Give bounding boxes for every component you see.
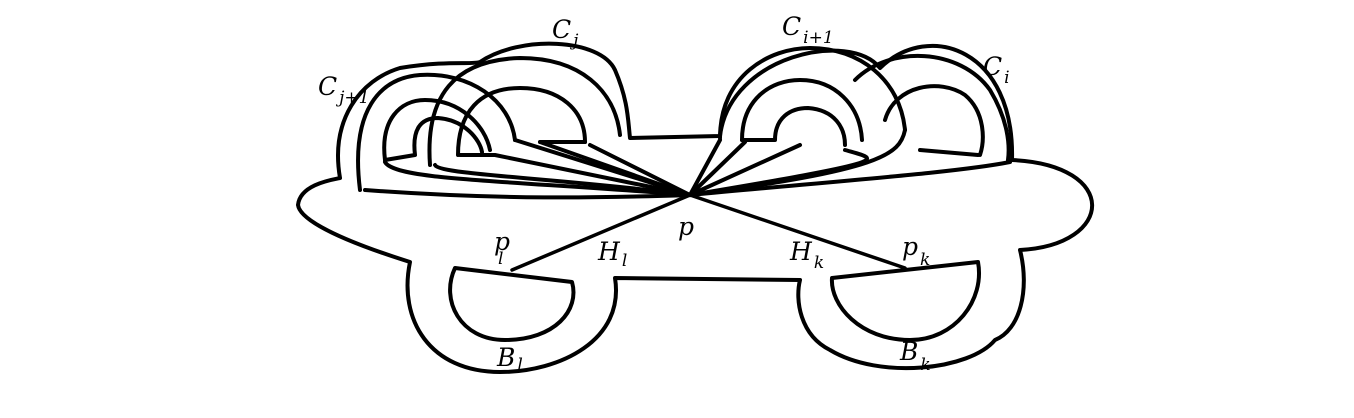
handle-ci-inner <box>883 84 985 157</box>
label-p: p <box>678 212 694 241</box>
band-left-3 <box>433 163 692 197</box>
band-right-2 <box>688 140 747 197</box>
svg-text:pl: pl <box>494 227 510 269</box>
arc-hk <box>688 193 907 270</box>
band-right-5 <box>688 128 907 197</box>
svg-text:Bk: Bk <box>899 337 931 375</box>
handle-cj-inner <box>456 86 587 157</box>
handle-ci-foot <box>918 148 980 157</box>
band-left-7 <box>588 143 692 197</box>
handle-bk-inner <box>829 260 981 342</box>
band-left-6 <box>538 140 692 197</box>
handle-ci-outer <box>853 54 1011 162</box>
band-left-2 <box>383 160 692 197</box>
handle-cj1-foot <box>383 116 484 162</box>
band-right-1 <box>688 138 722 197</box>
svg-text:Ci+1: Ci+1 <box>782 12 834 48</box>
svg-text:Ci: Ci <box>983 52 1010 88</box>
arc-hl <box>510 193 692 272</box>
svg-text:p: p <box>678 212 694 241</box>
svg-text:pk: pk <box>902 232 930 270</box>
band-left-1 <box>363 188 692 200</box>
handle-ci1-foot <box>740 106 847 147</box>
handle-bl-inner <box>448 266 576 342</box>
band-right-3 <box>688 143 802 197</box>
svg-text:Bl: Bl <box>496 343 523 375</box>
outer-boundary <box>296 41 1094 374</box>
svg-text:Cj: Cj <box>552 15 579 51</box>
handle-cj-outer <box>427 56 622 167</box>
band-left-4 <box>458 153 692 197</box>
svg-text:Hl: Hl <box>597 237 627 271</box>
handle-ci1-inner <box>740 78 864 142</box>
handle-cj1-outer <box>356 72 517 192</box>
handle-cj1-inner <box>382 98 492 162</box>
svg-text:Hk: Hk <box>789 237 824 273</box>
svg-text:Cj+1: Cj+1 <box>318 72 369 108</box>
band-right-6 <box>688 160 1012 197</box>
handle-ci1-outer <box>718 46 907 140</box>
